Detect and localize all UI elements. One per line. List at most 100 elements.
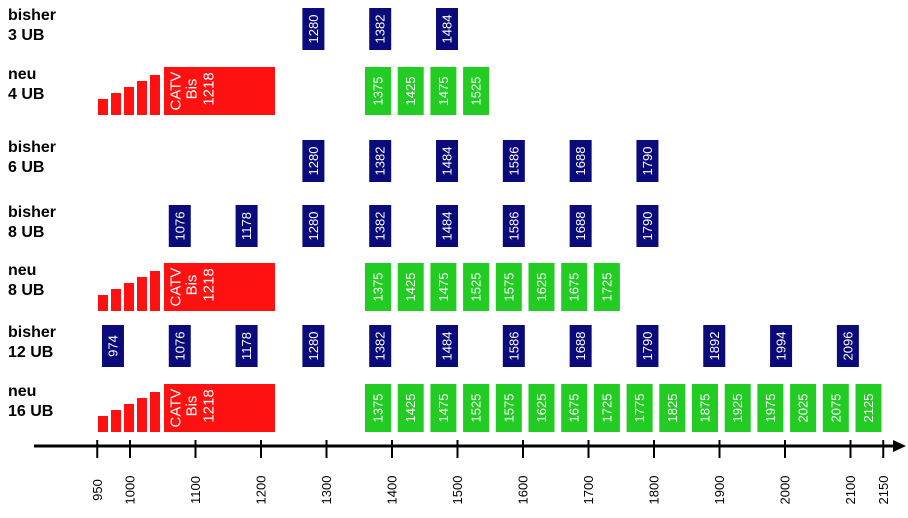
catv-ramp-step (150, 392, 160, 432)
new-channel-block (855, 384, 882, 432)
axis-tick-label: 1900 (712, 476, 727, 505)
catv-ramp-step (150, 75, 160, 115)
catv-ramp-step (124, 283, 134, 311)
axis-tick-label: 1600 (516, 476, 531, 505)
axis-arrowhead (893, 440, 906, 452)
catv-ramp-step (137, 81, 147, 115)
new-channel-label: 1975 (763, 394, 778, 423)
new-channel-block (397, 263, 424, 311)
catv-label: CATV (168, 268, 185, 307)
row-label-kind: bisher (8, 204, 57, 221)
new-channel-block (430, 384, 457, 432)
new-channel-block (692, 384, 718, 432)
legacy-channel-block (302, 205, 325, 247)
new-channel-label: 1825 (665, 394, 680, 423)
legacy-channel-label: 1688 (573, 332, 588, 361)
catv-ramp-step (124, 404, 134, 432)
legacy-channel-block (168, 205, 191, 247)
legacy-channel-block (502, 205, 525, 247)
legacy-channel-block (836, 325, 859, 367)
legacy-channel-label: 1892 (707, 332, 722, 361)
legacy-channel-label: 1484 (440, 15, 455, 44)
legacy-channel-block (369, 325, 392, 367)
legacy-channel-label: 1790 (640, 332, 655, 361)
new-channel-label: 1575 (501, 273, 516, 302)
new-channel-label: 1375 (371, 77, 386, 106)
catv-label: 1218 (201, 268, 218, 301)
new-channel-label: 1925 (730, 394, 745, 423)
new-channel-label: 1475 (436, 394, 451, 423)
legacy-channel-block (101, 325, 124, 367)
row-label-ub: 16 UB (8, 403, 54, 420)
legacy-channel-label: 1076 (172, 212, 187, 241)
new-channel-label: 1675 (567, 394, 582, 423)
new-channel-label: 1425 (403, 273, 418, 302)
new-channel-label: 2025 (796, 394, 811, 423)
catv-ramp-step (137, 398, 147, 432)
row-label-kind: bisher (8, 7, 57, 24)
row-label-ub: 4 UB (8, 86, 45, 103)
legacy-channel-block (770, 325, 793, 367)
new-channel-block (430, 263, 457, 311)
axis-tick-label: 1400 (385, 476, 400, 505)
catv-ramp-step (111, 289, 121, 311)
legacy-channel-label: 1790 (640, 147, 655, 176)
catv-label: 1218 (201, 72, 218, 105)
row-label-ub: 6 UB (8, 159, 45, 176)
new-channel-block (593, 384, 620, 432)
legacy-channel-block (302, 8, 325, 50)
new-channel-label: 1575 (501, 394, 516, 423)
catv-label: 1218 (201, 389, 218, 422)
catv-ramp-step (111, 410, 121, 432)
legacy-channel-label: 1178 (239, 212, 254, 240)
new-channel-block (430, 67, 457, 115)
new-channel-block (626, 384, 653, 432)
new-channel-label: 2075 (828, 394, 843, 423)
axis-tick-label: 1800 (647, 476, 662, 505)
catv-ramp-step (98, 416, 108, 432)
legacy-channel-block (436, 8, 459, 50)
new-channel-label: 1625 (534, 273, 549, 302)
legacy-channel-label: 1382 (373, 15, 388, 44)
legacy-channel-label: 1484 (440, 212, 455, 241)
new-channel-label: 1775 (632, 394, 647, 423)
new-channel-block (365, 263, 391, 311)
axis-tick-label: 1000 (123, 476, 138, 505)
new-channel-block (593, 263, 620, 311)
new-channel-label: 1475 (436, 273, 451, 302)
axis-tick-label: 2000 (778, 476, 793, 505)
new-channel-block (528, 263, 555, 311)
legacy-channel-block (569, 205, 592, 247)
axis-tick-label: 1500 (450, 476, 465, 505)
new-channel-label: 1475 (436, 77, 451, 106)
legacy-channel-label: 1586 (506, 332, 521, 361)
row-label-kind: neu (8, 262, 37, 279)
catv-label: Bis (184, 275, 201, 296)
catv-block (164, 263, 275, 311)
new-channel-label: 1675 (567, 273, 582, 302)
catv-label: CATV (168, 389, 185, 428)
new-channel-block (397, 384, 424, 432)
new-channel-label: 1875 (698, 394, 713, 423)
legacy-channel-label: 1790 (640, 212, 655, 241)
new-channel-label: 1425 (403, 77, 418, 106)
catv-block (164, 384, 275, 432)
new-channel-block (561, 384, 588, 432)
legacy-channel-block (369, 140, 392, 182)
catv-ramp-step (137, 277, 147, 311)
legacy-channel-label: 1484 (440, 332, 455, 361)
row-label-kind: bisher (8, 324, 57, 341)
legacy-channel-block (436, 325, 459, 367)
legacy-channel-label: 1586 (506, 212, 521, 241)
legacy-channel-label: 1688 (573, 147, 588, 176)
legacy-channel-block (502, 140, 525, 182)
new-channel-label: 1725 (599, 394, 614, 423)
legacy-channel-label: 1484 (440, 147, 455, 176)
legacy-channel-block (502, 325, 525, 367)
